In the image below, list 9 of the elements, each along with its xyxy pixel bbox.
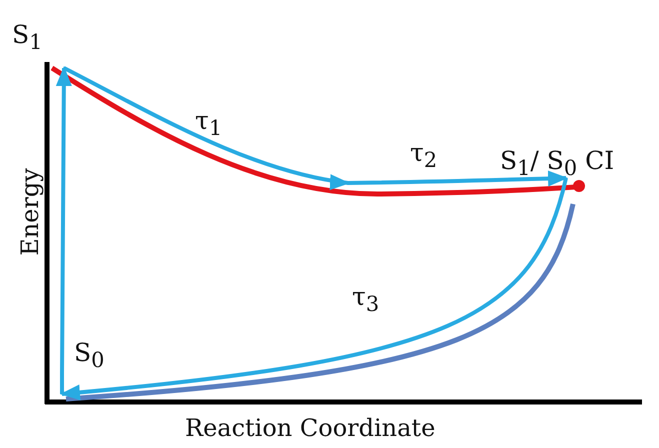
time-constant: τ$_{3}$: [352, 284, 380, 315]
axis-title: Energy: [18, 168, 42, 256]
state-label: S$_{1}$: [12, 22, 42, 53]
time-constant: τ$_{1}$: [195, 108, 222, 139]
axis-title: Reaction Coordinate: [185, 416, 436, 440]
state-label: S$_{0}$: [74, 340, 104, 371]
arrow: [56, 66, 72, 394]
intersection-label: S$_{1}$/ S$_{0}$ CI: [500, 148, 614, 179]
time-constant: τ$_{2}$: [410, 140, 438, 171]
